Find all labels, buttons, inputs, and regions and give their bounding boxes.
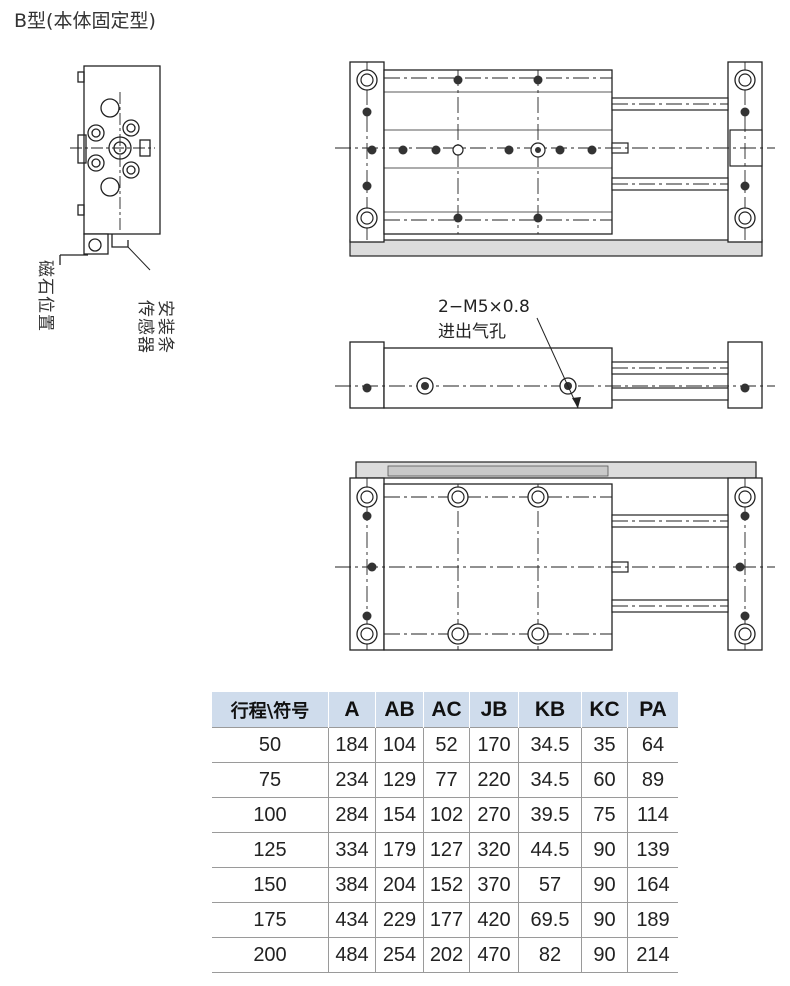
table-row: 50 184 104 52 170 34.5 35 64 — [212, 727, 678, 763]
header-jb: JB — [469, 692, 519, 728]
cell-a: 434 — [328, 902, 376, 938]
table-row: 100 284 154 102 270 39.5 75 114 — [212, 797, 678, 833]
header-ac: AC — [423, 692, 470, 728]
header-a: A — [328, 692, 376, 728]
cell-stroke: 175 — [212, 902, 329, 938]
cell-ab: 229 — [375, 902, 424, 938]
cell-ac: 102 — [423, 797, 470, 833]
cell-stroke: 150 — [212, 867, 329, 903]
cell-kb: 57 — [518, 867, 582, 903]
cell-jb: 220 — [469, 762, 519, 798]
cell-jb: 270 — [469, 797, 519, 833]
cell-pa: 164 — [627, 867, 678, 903]
cell-kb: 44.5 — [518, 832, 582, 868]
cell-stroke: 75 — [212, 762, 329, 798]
cell-pa: 214 — [627, 937, 678, 973]
cell-ab: 179 — [375, 832, 424, 868]
cell-a: 184 — [328, 727, 376, 763]
cell-jb: 470 — [469, 937, 519, 973]
cell-a: 484 — [328, 937, 376, 973]
cell-ab: 204 — [375, 867, 424, 903]
cell-a: 284 — [328, 797, 376, 833]
top-view — [335, 61, 775, 257]
cell-pa: 139 — [627, 832, 678, 868]
cell-a: 234 — [328, 762, 376, 798]
cell-ab: 129 — [375, 762, 424, 798]
page-title: B型(本体固定型) — [14, 10, 156, 32]
cell-ab: 254 — [375, 937, 424, 973]
cell-stroke: 125 — [212, 832, 329, 868]
cell-ac: 177 — [423, 902, 470, 938]
cell-kb: 34.5 — [518, 762, 582, 798]
cell-kc: 90 — [581, 832, 628, 868]
cell-kc: 75 — [581, 797, 628, 833]
cell-kc: 60 — [581, 762, 628, 798]
magnet-position-label: 磁石位置 — [35, 260, 55, 332]
table-row: 175 434 229 177 420 69.5 90 189 — [212, 902, 678, 938]
cell-jb: 420 — [469, 902, 519, 938]
header-kc: KC — [581, 692, 628, 728]
cell-ac: 127 — [423, 832, 470, 868]
cell-kb: 82 — [518, 937, 582, 973]
cell-ab: 154 — [375, 797, 424, 833]
cell-kc: 35 — [581, 727, 628, 763]
cell-ac: 77 — [423, 762, 470, 798]
cell-jb: 170 — [469, 727, 519, 763]
cell-kb: 34.5 — [518, 727, 582, 763]
cell-stroke: 50 — [212, 727, 329, 763]
header-stroke-symbol: 行程\符号 — [212, 692, 329, 728]
cell-pa: 114 — [627, 797, 678, 833]
cell-ac: 152 — [423, 867, 470, 903]
header-ab: AB — [375, 692, 424, 728]
header-kb: KB — [518, 692, 582, 728]
cell-a: 384 — [328, 867, 376, 903]
cell-kb: 39.5 — [518, 797, 582, 833]
cell-ab: 104 — [375, 727, 424, 763]
cell-jb: 320 — [469, 832, 519, 868]
cell-stroke: 100 — [212, 797, 329, 833]
table-row: 75 234 129 77 220 34.5 60 89 — [212, 762, 678, 798]
sensor-slot-label-line2: 安装条 — [155, 300, 175, 354]
cell-pa: 89 — [627, 762, 678, 798]
cell-kc: 90 — [581, 867, 628, 903]
cell-ac: 202 — [423, 937, 470, 973]
table-body: 50 184 104 52 170 34.5 35 64 75 234 129 … — [212, 727, 678, 973]
cell-pa: 64 — [627, 727, 678, 763]
table-row: 200 484 254 202 470 82 90 214 — [212, 937, 678, 973]
header-pa: PA — [627, 692, 678, 728]
table-header-row: 行程\符号 A AB AC JB KB KC PA — [212, 692, 678, 728]
cell-jb: 370 — [469, 867, 519, 903]
table-row: 150 384 204 152 370 57 90 164 — [212, 867, 678, 903]
cell-kc: 90 — [581, 937, 628, 973]
cell-ac: 52 — [423, 727, 470, 763]
technical-drawings: 磁石位置 传感器 安装条 — [35, 61, 775, 651]
side-view — [59, 65, 161, 271]
sensor-slot-label-line1: 传感器 — [135, 300, 155, 354]
port-desc-label: 进出气孔 — [438, 322, 506, 342]
cell-a: 334 — [328, 832, 376, 868]
cell-pa: 189 — [627, 902, 678, 938]
dimension-table: 行程\符号 A AB AC JB KB KC PA 50 184 104 52 … — [212, 692, 678, 973]
port-spec-label: 2−M5×0.8 — [438, 297, 530, 317]
cell-stroke: 200 — [212, 937, 329, 973]
bottom-view — [335, 461, 775, 651]
cell-kb: 69.5 — [518, 902, 582, 938]
front-view — [335, 317, 775, 409]
table-row: 125 334 179 127 320 44.5 90 139 — [212, 832, 678, 868]
cell-kc: 90 — [581, 902, 628, 938]
